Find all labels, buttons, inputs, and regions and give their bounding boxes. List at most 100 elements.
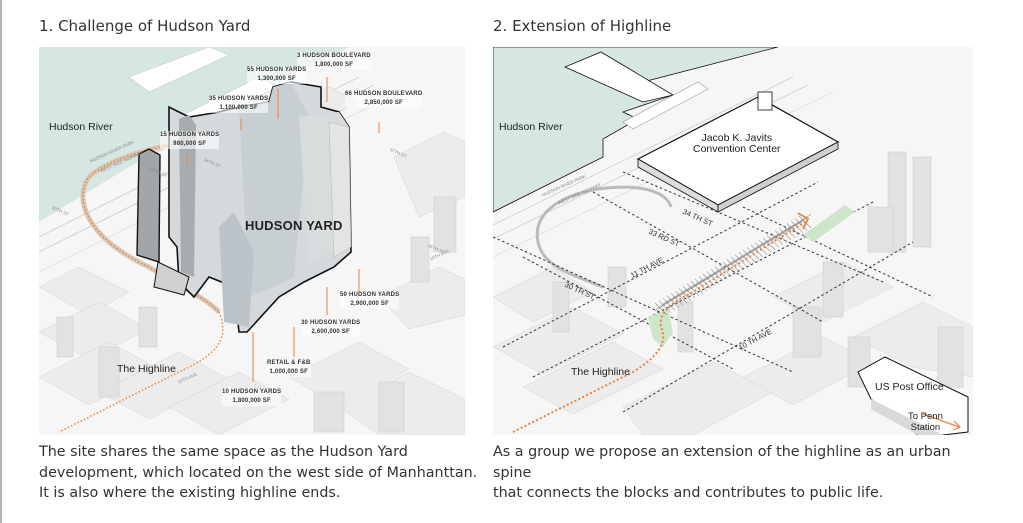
proposed-spine-mesh [654, 213, 812, 316]
to-penn-station-label: To Penn Station [908, 411, 943, 433]
highline-label: The Highline [117, 363, 176, 375]
panel-caption: The site shares the same space as the Hu… [39, 444, 478, 501]
panel-title: 1. Challenge of Hudson Yard [39, 17, 251, 35]
mesh-strand [786, 221, 800, 232]
mesh-strand [774, 228, 788, 239]
hudson-yard-site-label: HUDSON YARD [245, 218, 343, 233]
hudson-river-label: Hudson River [499, 121, 563, 133]
green-space [648, 309, 673, 347]
street-grid [493, 171, 934, 413]
mesh-strand [666, 293, 680, 304]
mesh-strand [770, 232, 784, 246]
mesh-strand [702, 273, 716, 287]
mesh-strand [694, 278, 708, 292]
mesh-strand [678, 286, 692, 297]
mesh-strand [694, 276, 708, 288]
hudson-river-area [493, 47, 779, 213]
hudson-yard-map-drawing [39, 47, 465, 435]
mesh-strand [686, 281, 700, 292]
mesh-strand [742, 247, 756, 259]
mesh-strand [686, 283, 700, 296]
mesh-strand [690, 279, 704, 290]
mesh-strand [714, 264, 728, 275]
page-left-border [0, 0, 2, 523]
mesh-strand [718, 262, 732, 273]
mesh-strand [698, 276, 712, 289]
mesh-strand [662, 295, 676, 307]
tall-background-buildings [56, 196, 457, 433]
mesh-strand [710, 268, 724, 282]
mesh-strand [674, 288, 688, 300]
mesh-strand [654, 300, 668, 312]
highline-extension-diagram: Hudson River Jacob K. Javits Convention … [493, 47, 973, 435]
mesh-strand [730, 254, 744, 266]
mesh-strand [734, 252, 748, 263]
mesh-strand [698, 274, 712, 285]
panel-caption: As a group we propose an extension of th… [493, 444, 951, 501]
hudson-river-label: Hudson River [49, 121, 113, 133]
mesh-strand [734, 254, 748, 267]
mesh-strand [706, 271, 720, 284]
mesh-strand [738, 250, 752, 261]
mesh-strand [750, 242, 764, 254]
highline-path [58, 311, 224, 433]
mesh-strand [726, 259, 740, 272]
mesh-strand [730, 256, 744, 270]
mesh-strand [690, 281, 704, 294]
mesh-strand [762, 237, 776, 250]
mesh-strand [666, 295, 680, 308]
mesh-strand [682, 285, 696, 299]
hudson-yard-development [136, 81, 352, 333]
mesh-strand [782, 223, 796, 234]
javits-center-label: Jacob K. Javits Convention Center [693, 132, 781, 155]
mesh-strand [778, 227, 792, 241]
rail-yard-loop [535, 185, 673, 289]
mesh-strand [778, 225, 792, 237]
mesh-strand [774, 230, 788, 243]
panel-title: 2. Extension of Highline [493, 17, 672, 35]
leader-lines [186, 77, 380, 382]
post-office-label: US Post Office [875, 381, 944, 393]
mesh-strand [758, 237, 772, 249]
mesh-strand [770, 230, 784, 242]
mesh-strand [722, 259, 736, 271]
mesh-strand [682, 283, 696, 295]
mesh-strand [782, 225, 796, 238]
mesh-strand [790, 218, 804, 230]
mesh-strand [706, 269, 720, 280]
mesh-strand [658, 298, 672, 309]
mesh-strand [798, 213, 812, 225]
mesh-strand [746, 245, 760, 256]
tall-background-buildings [552, 151, 964, 388]
hudson-yard-diagram: Hudson River HUDSON YARD The Highline HU… [39, 47, 465, 435]
mesh-strand [710, 266, 724, 278]
mesh-strand [738, 252, 752, 265]
mesh-strand [714, 266, 728, 279]
us-post-office [857, 356, 969, 435]
mesh-strand [754, 240, 768, 251]
mesh-strand [766, 235, 780, 248]
mesh-strand [762, 235, 776, 246]
javits-convention-center [636, 91, 840, 213]
mesh-strand [766, 233, 780, 244]
arrow-head-icon [797, 212, 810, 230]
highline-label: The Highline [571, 366, 630, 378]
mesh-strand [674, 290, 688, 304]
mesh-strand [726, 257, 740, 268]
mesh-strand [678, 288, 692, 301]
mesh-strand [718, 264, 732, 277]
mesh-strand [702, 271, 716, 283]
pier [622, 81, 709, 130]
green-space [803, 205, 855, 242]
mesh-strand [662, 297, 676, 311]
mesh-strand [658, 300, 672, 313]
mesh-strand [670, 291, 684, 302]
